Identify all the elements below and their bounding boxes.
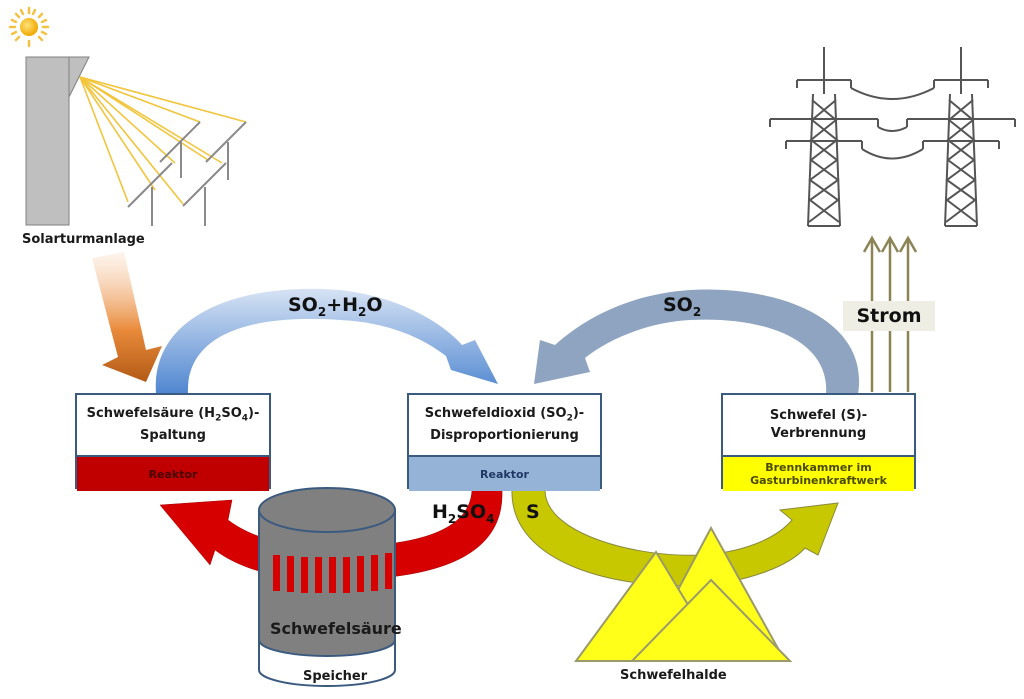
electricity-label: Strom bbox=[843, 301, 935, 331]
box-title: Schwefelsäure (H2SO4)-Spaltung bbox=[86, 405, 260, 444]
storage-label: Speicher bbox=[303, 669, 368, 684]
so2-label: SO2 bbox=[663, 294, 702, 319]
sun-icon bbox=[8, 6, 50, 48]
sulfur-label: S bbox=[526, 501, 540, 523]
storage-content-label: Schwefelsäure bbox=[270, 619, 402, 638]
so2-h2o-arrow bbox=[155, 288, 498, 394]
solar-tower-label: Solarturmanlage bbox=[22, 232, 145, 247]
storage-tank-icon bbox=[258, 487, 396, 687]
so2-arrow bbox=[534, 289, 860, 394]
sulfur-heap-label: Schwefelhalde bbox=[620, 668, 727, 683]
sulfuric-acid-splitting-box: Schwefelsäure (H2SO4)-Spaltung Reaktor bbox=[75, 393, 271, 491]
sulfur-dioxide-disproportionation-box: Schwefeldioxid (SO2)-Disproportionierung… bbox=[407, 393, 602, 491]
h2so4-arrow bbox=[159, 489, 503, 581]
h2so4-label: H2SO4 bbox=[432, 501, 495, 526]
solar-heat-arrow bbox=[92, 252, 162, 382]
box-title: Schwefeldioxid (SO2)-Disproportionierung bbox=[424, 405, 585, 444]
so2-h2o-label: SO2+H2O bbox=[288, 294, 383, 319]
reactor-label: Reaktor bbox=[409, 455, 600, 491]
box-title: Schwefel (S)-Verbrennung bbox=[769, 408, 868, 441]
sulfur-arrow bbox=[511, 489, 839, 587]
sulfur-heap-icon bbox=[574, 525, 793, 662]
power-pylon-icon bbox=[769, 47, 1016, 227]
solar-tower-icon bbox=[25, 56, 247, 226]
reactor-label: Reaktor bbox=[77, 455, 269, 491]
